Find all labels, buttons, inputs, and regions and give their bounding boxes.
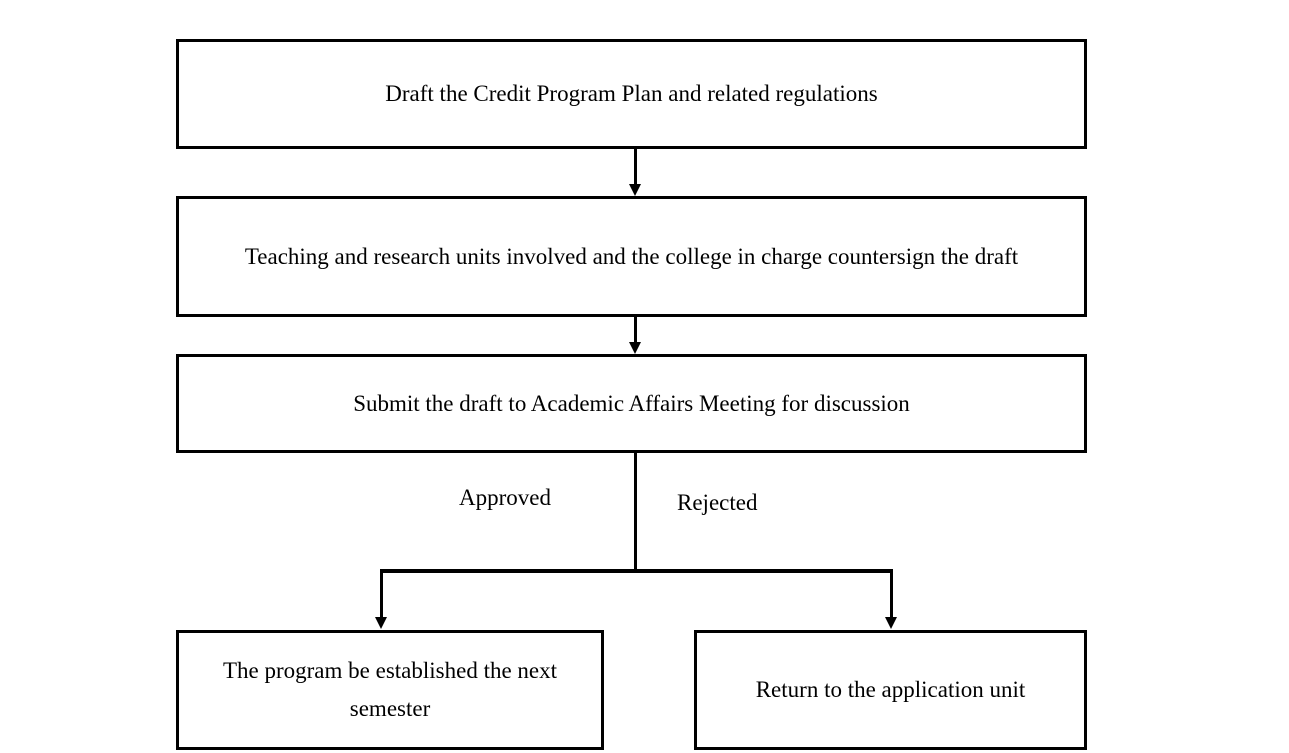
branch-label-approved: Approved xyxy=(459,485,551,510)
connector-countersign-submit-line xyxy=(634,317,637,343)
connector-draft-countersign-line xyxy=(634,148,637,185)
arrow-down-icon xyxy=(375,617,387,629)
flow-node-submit: Submit the draft to Academic Affairs Mee… xyxy=(176,354,1087,453)
arrow-down-icon xyxy=(629,184,641,196)
connector-submit-branch-stem xyxy=(634,452,637,573)
branch-label-rejected: Rejected xyxy=(677,490,758,515)
arrow-down-icon xyxy=(629,342,641,354)
connector-approved-drop xyxy=(380,569,383,618)
arrow-down-icon xyxy=(885,617,897,629)
flow-node-established-label: The program be established the next seme… xyxy=(222,658,558,721)
flow-node-return-label: Return to the application unit xyxy=(755,677,1026,702)
flow-node-draft-label: Draft the Credit Program Plan and relate… xyxy=(385,81,878,106)
flow-node-draft: Draft the Credit Program Plan and relate… xyxy=(176,39,1087,149)
flow-node-return: Return to the application unit xyxy=(694,630,1087,750)
flow-node-countersign: Teaching and research units involved and… xyxy=(176,196,1087,317)
branch-horizontal-bar xyxy=(380,569,893,573)
flow-node-submit-label: Submit the draft to Academic Affairs Mee… xyxy=(353,390,910,416)
connector-rejected-drop xyxy=(890,569,893,618)
flow-node-established: The program be established the next seme… xyxy=(176,630,604,750)
flow-node-countersign-label: Teaching and research units involved and… xyxy=(244,243,1019,269)
